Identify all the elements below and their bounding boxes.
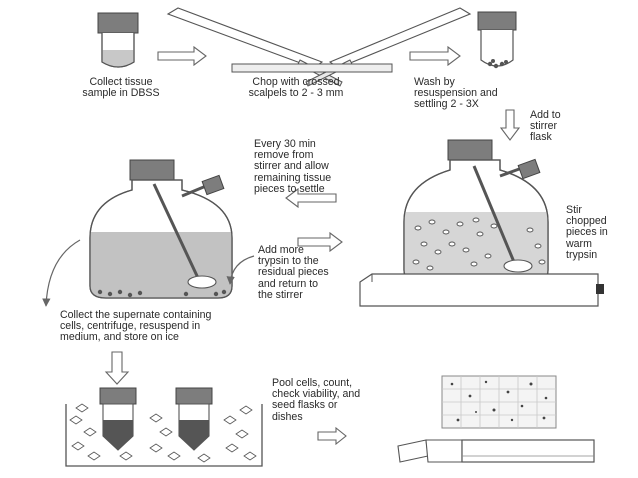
add-flask-label: Add to stirrer flask	[530, 109, 561, 144]
add-more-label: Add more trypsin to the residual pieces …	[258, 244, 329, 301]
block-arrow-down	[499, 109, 521, 141]
stir-label: Stir chopped pieces in warm trypsin	[566, 204, 608, 261]
stirrer-flask-right	[403, 139, 549, 283]
magnetic-stirrer-plate	[359, 273, 604, 307]
supernate-label: Collect the supernate containing cells, …	[60, 309, 212, 344]
wash-tube	[477, 11, 517, 69]
curved-arrow-supernate	[42, 239, 81, 307]
block-arrow-seed	[317, 426, 347, 446]
crossed-scalpels	[166, 7, 472, 87]
ice-bath	[65, 387, 263, 467]
remove-label: Every 30 min remove from stirrer and all…	[254, 138, 332, 195]
petri-dish	[231, 63, 393, 73]
sample-tube	[97, 12, 139, 68]
chop-label: Chop with crossed scalpels to 2 - 3 mm	[248, 76, 344, 100]
block-arrow-left	[285, 187, 337, 209]
culture-grid	[441, 375, 557, 429]
culture-flask	[397, 439, 595, 463]
curved-arrow-residual	[226, 255, 255, 285]
collect-label: Collect tissue sample in DBSS	[82, 76, 160, 100]
block-arrow-1	[157, 45, 207, 67]
block-arrow-down-2	[104, 351, 130, 385]
wash-label: Wash by resuspension and settling 2 - 3X	[414, 76, 498, 111]
pool-label: Pool cells, count, check viability, and …	[272, 377, 361, 423]
settling-flask-left	[89, 159, 233, 299]
block-arrow-2	[409, 45, 461, 67]
block-arrow-right	[297, 231, 343, 253]
